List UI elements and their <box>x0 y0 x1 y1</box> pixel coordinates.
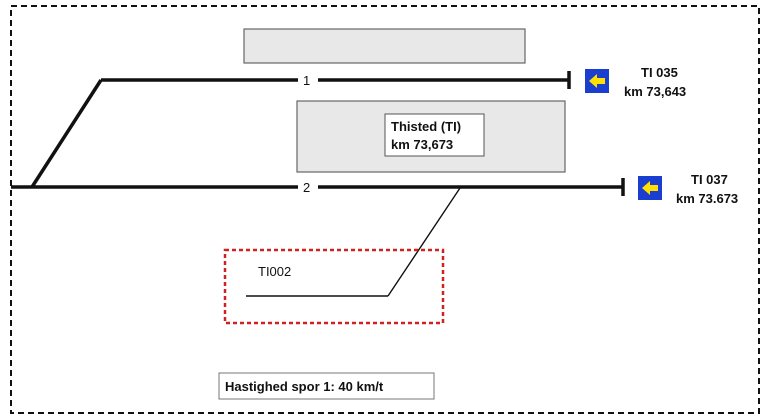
platform-upper <box>243 28 526 64</box>
diagram-frame <box>10 5 760 414</box>
speed-note-box <box>218 372 435 400</box>
siding-diagonal <box>387 187 461 297</box>
signal-ti035-id: TI 035 <box>641 65 678 80</box>
track-connector <box>30 79 103 188</box>
siding-highlight-box <box>223 248 445 325</box>
signal-ti037-id: TI 037 <box>691 172 728 187</box>
signal-ti037-km: km 73.673 <box>676 191 738 206</box>
speed-note: Hastighed spor 1: 40 km/t <box>218 372 435 400</box>
track-2: 2 <box>11 178 625 196</box>
station-km: km 73,673 <box>391 137 453 152</box>
arrow-left-icon <box>642 181 658 195</box>
track-1-label: 1 <box>303 73 310 88</box>
station-name: Thisted (TI) <box>391 119 461 134</box>
signal-ti035-km: km 73,643 <box>624 84 686 99</box>
track-2-label: 2 <box>303 180 310 195</box>
arrow-left-icon <box>589 74 605 88</box>
station-label-box <box>384 113 485 157</box>
track-1: 1 <box>101 71 571 89</box>
signal-ti035: TI 035 km 73,643 <box>585 65 686 99</box>
siding-ti002: TI002 <box>223 187 461 325</box>
signal-ti037: TI 037 km 73.673 <box>638 172 738 206</box>
station-label: Thisted (TI) km 73,673 <box>384 113 485 157</box>
speed-note-text: Hastighed spor 1: 40 km/t <box>225 379 384 394</box>
siding-label: TI002 <box>258 264 291 279</box>
